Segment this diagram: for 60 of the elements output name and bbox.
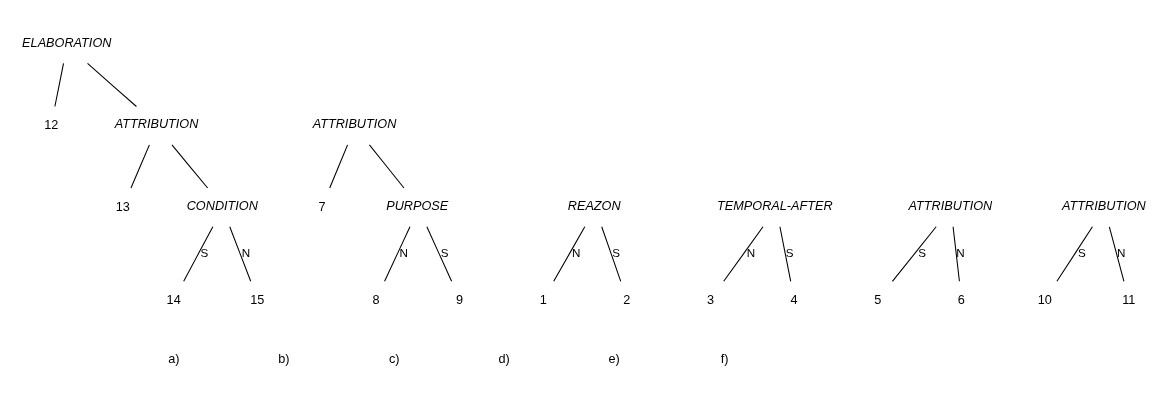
node-text: 9 [456, 292, 464, 307]
edge-label: N [1117, 245, 1126, 259]
node-text: ATTRIBUTION [312, 117, 397, 132]
edge-label: S [785, 245, 794, 259]
connector [368, 144, 405, 189]
node-text: ELABORATION [22, 35, 112, 50]
node-text: 10 [1037, 292, 1052, 307]
connector [183, 226, 214, 282]
connector [384, 226, 411, 282]
connector [601, 226, 622, 282]
node-text: 15 [250, 292, 265, 307]
edge-label: S [440, 245, 449, 259]
connector [553, 226, 586, 282]
node-text: ATTRIBUTION [1062, 198, 1146, 213]
connector [329, 144, 349, 189]
edge-label: N [572, 245, 581, 259]
node-text: 14 [166, 292, 181, 307]
connector [426, 226, 453, 282]
connector [1108, 226, 1125, 282]
node-text: 11 [1122, 292, 1136, 307]
node-text: 8 [372, 292, 380, 307]
node-text: 4 [790, 292, 798, 307]
node-text: REAZON [567, 198, 621, 213]
edge-label: N [399, 245, 408, 259]
node-text: 6 [957, 292, 965, 307]
node-text: 3 [706, 292, 715, 307]
edge-label: N [241, 245, 251, 259]
node-text: 13 [115, 199, 130, 214]
connector [1056, 226, 1093, 282]
connector [779, 226, 792, 282]
node-text: 1 [539, 292, 547, 307]
connector [54, 62, 65, 108]
label: e) [608, 351, 620, 366]
edge-label: S [612, 245, 620, 259]
connector [891, 226, 937, 282]
connector [171, 144, 209, 189]
edge-label: N [956, 245, 965, 259]
edge-label: N [746, 245, 756, 259]
label: d) [498, 351, 510, 366]
label: c) [388, 351, 400, 366]
node-text: 2 [623, 292, 631, 307]
node-text: 7 [318, 199, 326, 214]
connector [130, 144, 150, 189]
node-text: 12 [44, 118, 59, 133]
connector [952, 226, 960, 282]
connector [87, 62, 137, 108]
node-text: ATTRIBUTION [114, 117, 199, 132]
node-text: 5 [874, 292, 882, 307]
label: f) [720, 351, 729, 366]
edge-label: S [200, 245, 209, 259]
node-text: TEMPORAL-AFTER [717, 198, 833, 213]
node-text: PURPOSE [386, 198, 449, 213]
connector [723, 226, 764, 282]
connector [229, 226, 252, 282]
node-text: ATTRIBUTION [908, 198, 993, 213]
node-text: CONDITION [186, 198, 258, 213]
edge-label: S [1077, 245, 1086, 259]
label: a) [168, 351, 180, 366]
edge-label: S [918, 245, 926, 259]
label: b) [278, 351, 290, 366]
